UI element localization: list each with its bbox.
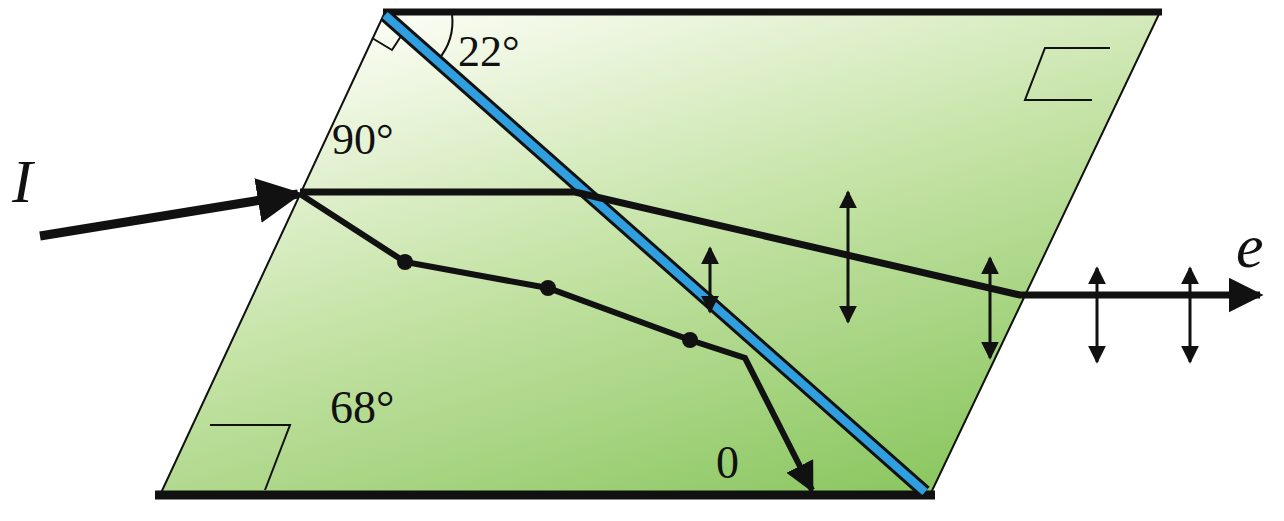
incident-ray [40,194,298,236]
angle-label: 22° [458,30,520,74]
right-angle-mark [1025,48,1110,100]
o-ray [300,194,812,490]
angle-label: 68° [330,385,394,431]
angle-label: 90° [332,118,394,162]
angle-arc [438,14,452,60]
ray-label: e [1236,215,1264,277]
right-angle-mark [210,425,290,490]
e-ray [300,192,1260,295]
polarization-dots [397,254,698,348]
prism-body [160,12,1160,495]
ray-label: 0 [716,440,739,486]
ray-label: I [12,150,33,212]
bottom-face [155,491,935,500]
top-face [383,9,1162,16]
polarization-arrows [710,192,1190,362]
